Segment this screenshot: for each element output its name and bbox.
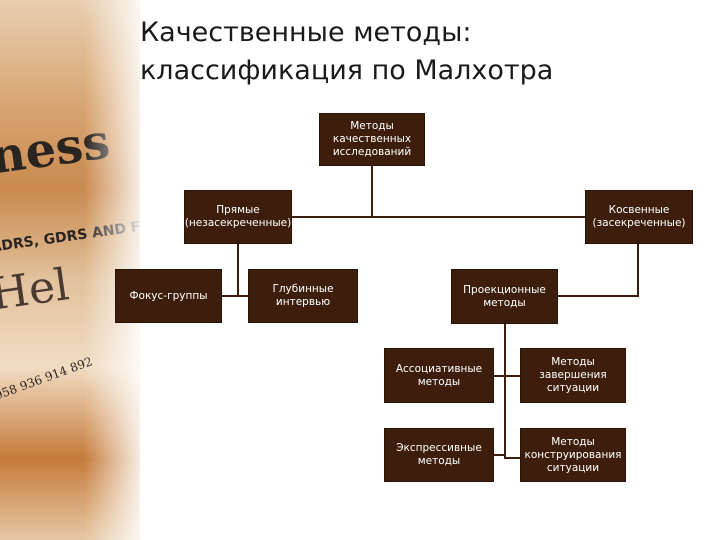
node-indirect-label: Косвенные (засекреченные) xyxy=(592,204,686,229)
node-construction: Методы конструирования ситуации xyxy=(520,428,626,482)
node-depth-interviews-label: Глубинные интервью xyxy=(272,283,334,308)
node-focus-groups-label: Фокус-группы xyxy=(129,289,208,302)
node-expressive-label: Экспрессивные методы xyxy=(396,442,482,467)
page-title: Качественные методы: классификация по Ма… xyxy=(140,14,710,90)
node-completion-label: Методы завершения ситуации xyxy=(539,356,607,394)
connector-indirect-projective xyxy=(558,244,639,297)
node-associative-label: Ассоциативные методы xyxy=(395,362,483,388)
node-root-label: Методы качественных исследований xyxy=(332,120,412,158)
node-root: Методы качественных исследований xyxy=(319,113,425,166)
node-construction-label: Методы конструирования ситуации xyxy=(524,435,622,474)
node-completion: Методы завершения ситуации xyxy=(520,348,626,403)
node-depth-interviews: Глубинные интервью xyxy=(248,269,358,323)
title-line-1: Качественные методы: xyxy=(140,17,472,48)
node-indirect: Косвенные (засекреченные) xyxy=(585,190,693,244)
title-line-2: классификация по Малхотра xyxy=(140,55,554,86)
node-projective-label: Проекционные методы xyxy=(463,283,546,309)
node-direct: Прямые (незасекреченные) xyxy=(184,190,292,244)
node-expressive: Экспрессивные методы xyxy=(384,428,494,482)
node-associative: Ассоциативные методы xyxy=(384,348,494,403)
connector-projective-spine xyxy=(504,324,520,459)
node-direct-label: Прямые (незасекреченные) xyxy=(184,204,292,229)
node-focus-groups: Фокус-группы xyxy=(115,269,222,323)
node-projective: Проекционные методы xyxy=(451,269,558,324)
connector-direct-focus xyxy=(222,244,239,297)
